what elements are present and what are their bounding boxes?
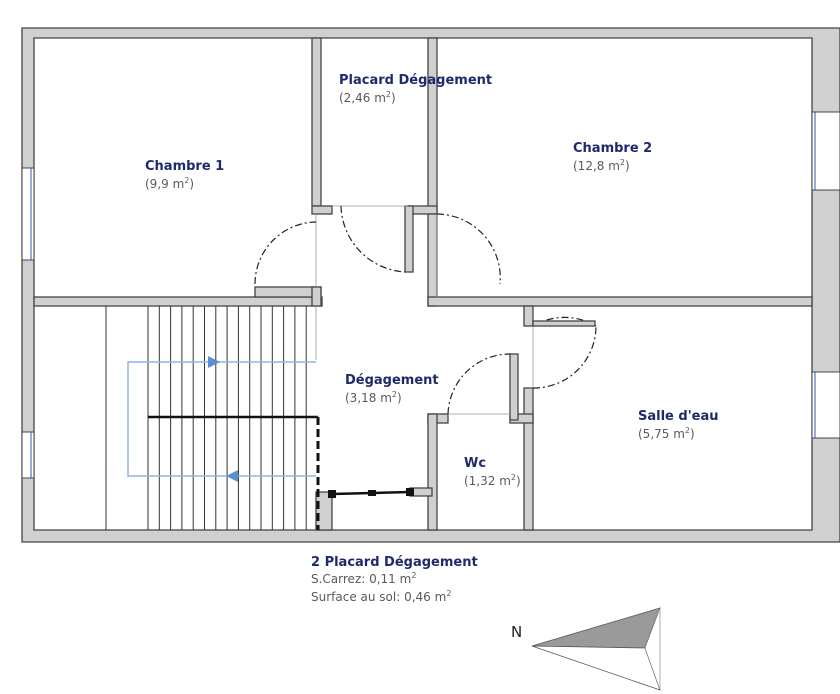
- room-wc: Wc (1,32 m2): [464, 456, 521, 488]
- info-surface-sol: Surface au sol: 0,46 m2: [311, 589, 451, 604]
- room-chambre-2: Chambre 2 (12,8 m2): [573, 141, 652, 173]
- windows: [21, 111, 840, 479]
- room-area: (3,18 m2): [345, 390, 402, 405]
- room-degagement: Dégagement (3,18 m2): [345, 373, 439, 405]
- room-area: (1,32 m2): [464, 473, 521, 488]
- room-name: Placard Dégagement: [339, 73, 492, 88]
- info-carrez: S.Carrez: 0,11 m2: [311, 571, 416, 586]
- door-swings: [254, 205, 597, 415]
- room-salle-deau: Salle d'eau (5,75 m2): [638, 409, 719, 441]
- compass-label: N: [511, 623, 522, 641]
- outer-walls: [21, 27, 840, 543]
- room-name: Chambre 2: [573, 141, 652, 156]
- placard-info-block: 2 Placard Dégagement S.Carrez: 0,11 m2 S…: [311, 555, 478, 604]
- room-area: (2,46 m2): [339, 90, 396, 105]
- room-name: Chambre 1: [145, 159, 224, 174]
- room-chambre-1: Chambre 1 (9,9 m2): [145, 159, 224, 191]
- stair-direction-arrows: [127, 356, 316, 482]
- inner-walls: [33, 37, 813, 531]
- room-area: (5,75 m2): [638, 426, 695, 441]
- room-area: (9,9 m2): [145, 176, 194, 191]
- placard-sliding-door: [328, 488, 414, 498]
- room-name: Salle d'eau: [638, 409, 719, 424]
- north-compass-icon: N: [511, 607, 661, 691]
- opening-lines: [315, 205, 534, 415]
- info-title: 2 Placard Dégagement: [311, 555, 478, 570]
- room-placard-degagement: Placard Dégagement (2,46 m2): [339, 73, 492, 105]
- room-area: (12,8 m2): [573, 158, 630, 173]
- room-name: Dégagement: [345, 373, 439, 388]
- room-name: Wc: [464, 456, 486, 471]
